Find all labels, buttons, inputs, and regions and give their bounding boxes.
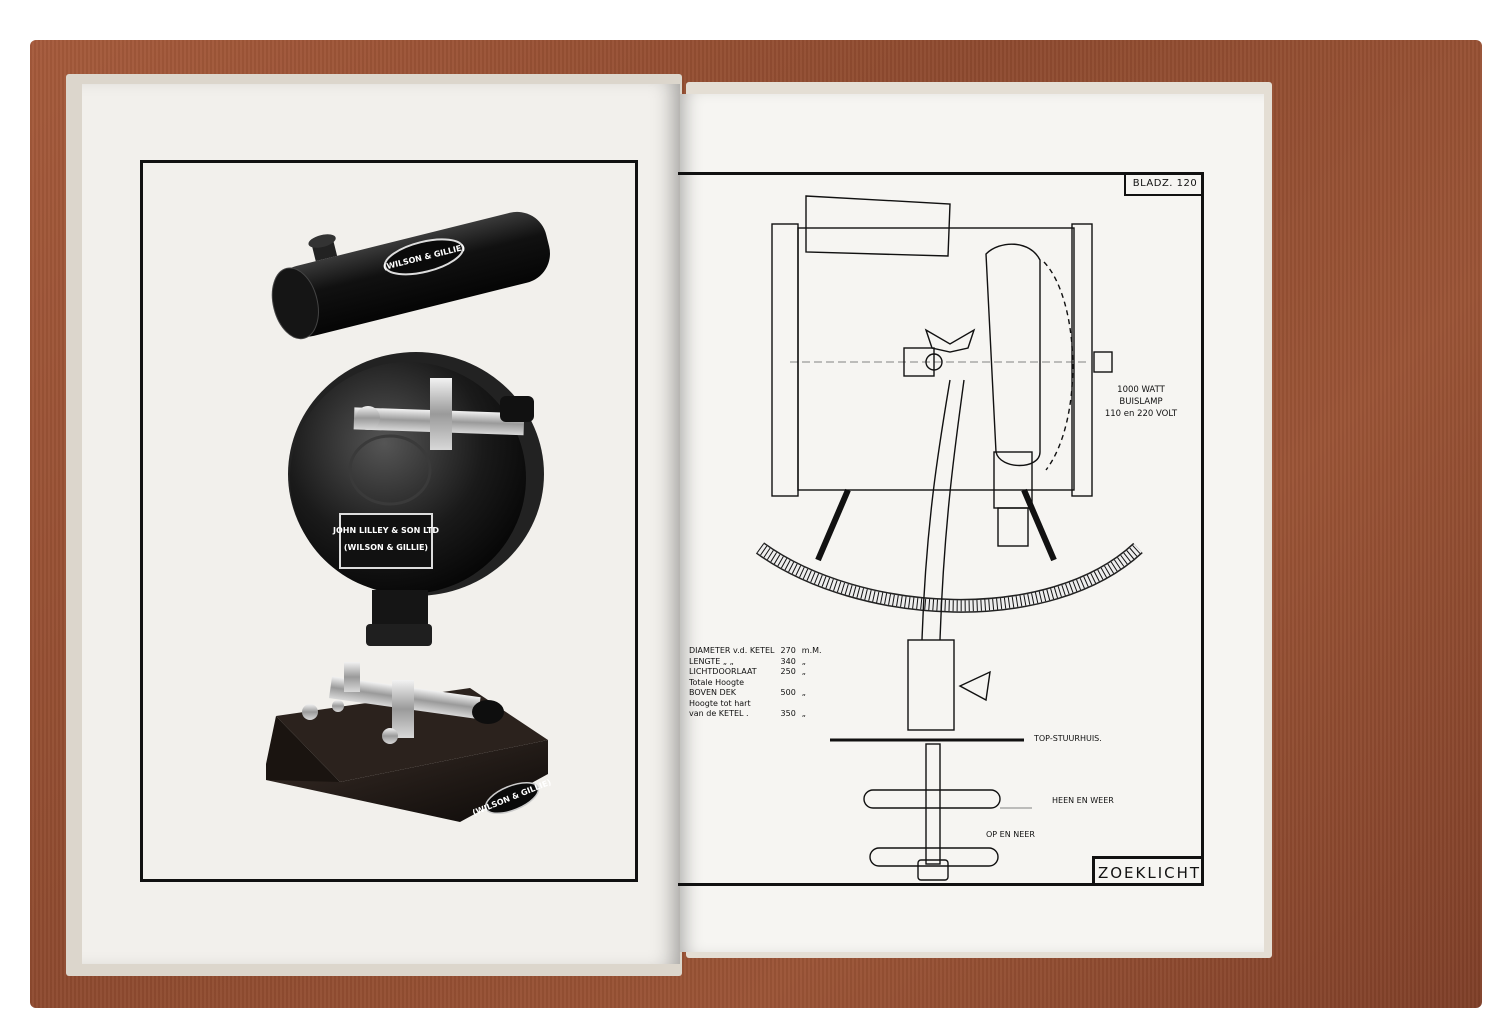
lamp-label: 1000 WATT BUISLAMP 110 en 220 VOLT: [1096, 384, 1186, 420]
spec-value: [778, 699, 799, 710]
round-instrument-photo: JOHN LILLEY & SON LTD (WILSON & GILLIE): [288, 352, 544, 646]
page-number: BLADZ. 120: [1124, 172, 1204, 196]
instrument-plate-line2: (WILSON & GILLIE): [344, 543, 428, 552]
spec-row: Totale Hoogte: [686, 678, 825, 689]
spec-row: Hoogte tot hart: [686, 699, 825, 710]
right-page: [680, 94, 1264, 952]
label-elevation: OP EN NEER: [986, 830, 1035, 839]
spec-value: 270: [780, 646, 796, 655]
label-top-wheelhouse: TOP-STUURHUIS.: [1034, 734, 1102, 743]
spec-value: 350: [780, 709, 796, 718]
spec-row: LICHTDOORLAAT 250 „: [686, 667, 825, 678]
spec-name: LENGTE „ „: [689, 656, 734, 666]
spec-row: BOVEN DEK 500 „: [686, 688, 825, 699]
cylinder-device-photo: (WILSON & GILLIE): [271, 211, 550, 340]
spec-unit: „: [801, 656, 806, 666]
spec-unit: „: [801, 688, 806, 697]
spec-value: 250: [780, 667, 796, 676]
lamp-label-line: BUISLAMP: [1119, 397, 1163, 407]
spec-row: LENGTE „ „ 340 „: [686, 657, 825, 668]
lamp-label-line: 1000 WATT: [1117, 385, 1165, 395]
searchlight-technical-drawing: [755, 195, 1143, 881]
spec-value: 340: [780, 656, 796, 666]
spec-name: Totale Hoogte: [689, 677, 745, 687]
spec-unit: „: [801, 709, 806, 718]
spec-value: 500: [780, 688, 796, 697]
spec-name: van de KETEL .: [689, 709, 749, 718]
instrument-plate-line1: JOHN LILLEY & SON LTD: [332, 526, 439, 535]
spec-value: [778, 678, 799, 689]
label-traverse: HEEN EN WEER: [1052, 796, 1114, 805]
spec-name: LICHTDOORLAAT: [689, 667, 757, 676]
spec-row: van de KETEL . 350 „: [686, 709, 825, 720]
left-page-frame: [140, 160, 638, 882]
spec-table: DIAMETER v.d. KETEL 270 m.M. LENGTE „ „ …: [686, 646, 825, 720]
spec-unit: [799, 678, 825, 689]
spec-name: Hoogte tot hart: [689, 698, 751, 708]
spec-unit: „: [801, 667, 806, 676]
spec-row: DIAMETER v.d. KETEL 270 m.M.: [686, 646, 825, 657]
right-page-frame: [678, 172, 1204, 886]
spec-unit: m.M.: [801, 646, 822, 655]
spec-name: DIAMETER v.d. KETEL: [689, 646, 775, 655]
drawing-title: ZOEKLICHT: [1092, 856, 1204, 886]
morse-key-device-photo: (WILSON & GILLIE): [266, 662, 553, 822]
spec-unit: [799, 699, 825, 710]
spec-name: BOVEN DEK: [689, 688, 737, 697]
lamp-label-line: 110 en 220 VOLT: [1104, 409, 1178, 419]
